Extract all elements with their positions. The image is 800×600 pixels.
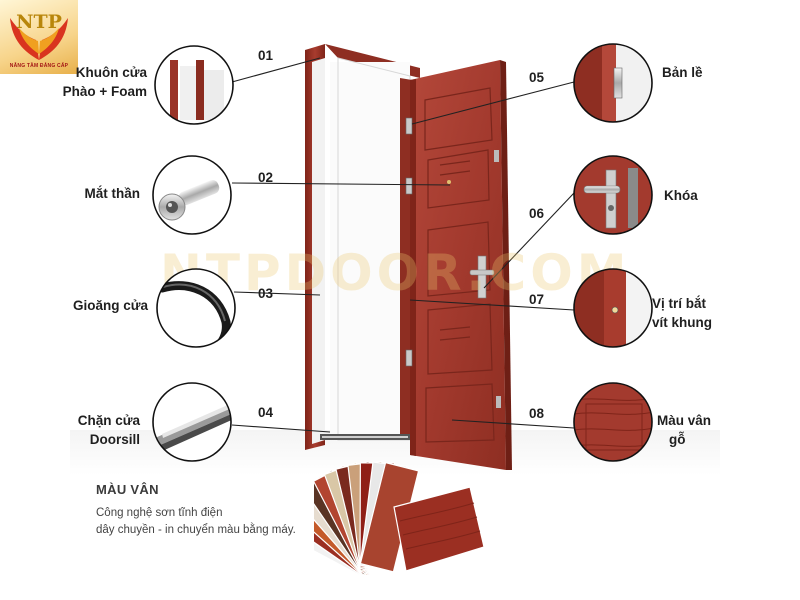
callout-label-02: Mắt thần [85, 184, 141, 203]
brand-logo: NTP NÂNG TẦM ĐẲNG CẤP [0, 0, 78, 74]
door-viewer-icon [152, 155, 232, 235]
hinge-icon [573, 43, 653, 123]
callout-label-08: Màu vân gỗ [657, 411, 711, 449]
wood-grain-icon [573, 382, 653, 462]
callout-label-04: Chặn cửa Doorsill [78, 411, 140, 449]
logo-letters: NTP [16, 11, 62, 33]
label-line: Gioăng cửa [72, 298, 148, 313]
callout-label-06: Khóa [664, 186, 698, 205]
label-line: Khuôn cửa [75, 65, 147, 80]
callout-number-07: 07 [529, 292, 545, 307]
callout-label-01: Khuôn cửa Phào + Foam [63, 63, 147, 101]
caption-line-1: Công nghệ sơn tĩnh điện [96, 507, 223, 519]
callout-number-06: 06 [529, 206, 545, 221]
label-line: Bản lề [662, 65, 703, 80]
label-line: Khóa [664, 188, 698, 203]
frame-section-icon [154, 45, 234, 125]
door-frame [305, 44, 420, 450]
callout-number-02: 02 [258, 170, 274, 185]
callout-label-07: Vị trí bắt vít khung [652, 294, 712, 332]
callout-number-08: 08 [529, 406, 545, 421]
callout-number-05: 05 [529, 70, 545, 85]
color-caption: MÀU VÂN Công nghệ sơn tĩnh điện dây chuy… [96, 482, 296, 539]
label-line: Chặn cửa [77, 413, 140, 428]
callout-label-03: Gioăng cửa [73, 296, 148, 315]
color-swatch-front-card [393, 486, 485, 572]
label-line: Phào + Foam [62, 84, 147, 99]
color-swatch-fan [314, 460, 485, 575]
watermark-text: NTPDOOR.COM [160, 244, 631, 302]
callout-number-03: 03 [258, 286, 274, 301]
lock-icon [573, 155, 653, 235]
logo-caption: NÂNG TẦM ĐẲNG CẤP [9, 63, 69, 69]
label-line: Doorsill [89, 432, 140, 447]
leader-lines [231, 57, 575, 433]
callout-number-01: 01 [258, 48, 274, 63]
frame-screw-icon [573, 268, 653, 348]
caption-line-2: dây chuyền - in chuyển màu bằng máy. [96, 524, 296, 536]
callout-number-04: 04 [258, 405, 274, 420]
label-line: Vị trí bắt [652, 296, 707, 311]
label-line: gỗ [669, 432, 686, 447]
callout-label-05: Bản lề [662, 63, 703, 82]
caption-title: MÀU VÂN [96, 482, 159, 497]
label-line: Màu vân [657, 413, 712, 428]
logo-wings-icon: NTP [10, 11, 68, 60]
label-line: Mắt thần [84, 186, 141, 201]
doorsill-icon [152, 382, 232, 462]
gasket-icon [156, 268, 236, 348]
label-line: vít khung [652, 315, 712, 330]
